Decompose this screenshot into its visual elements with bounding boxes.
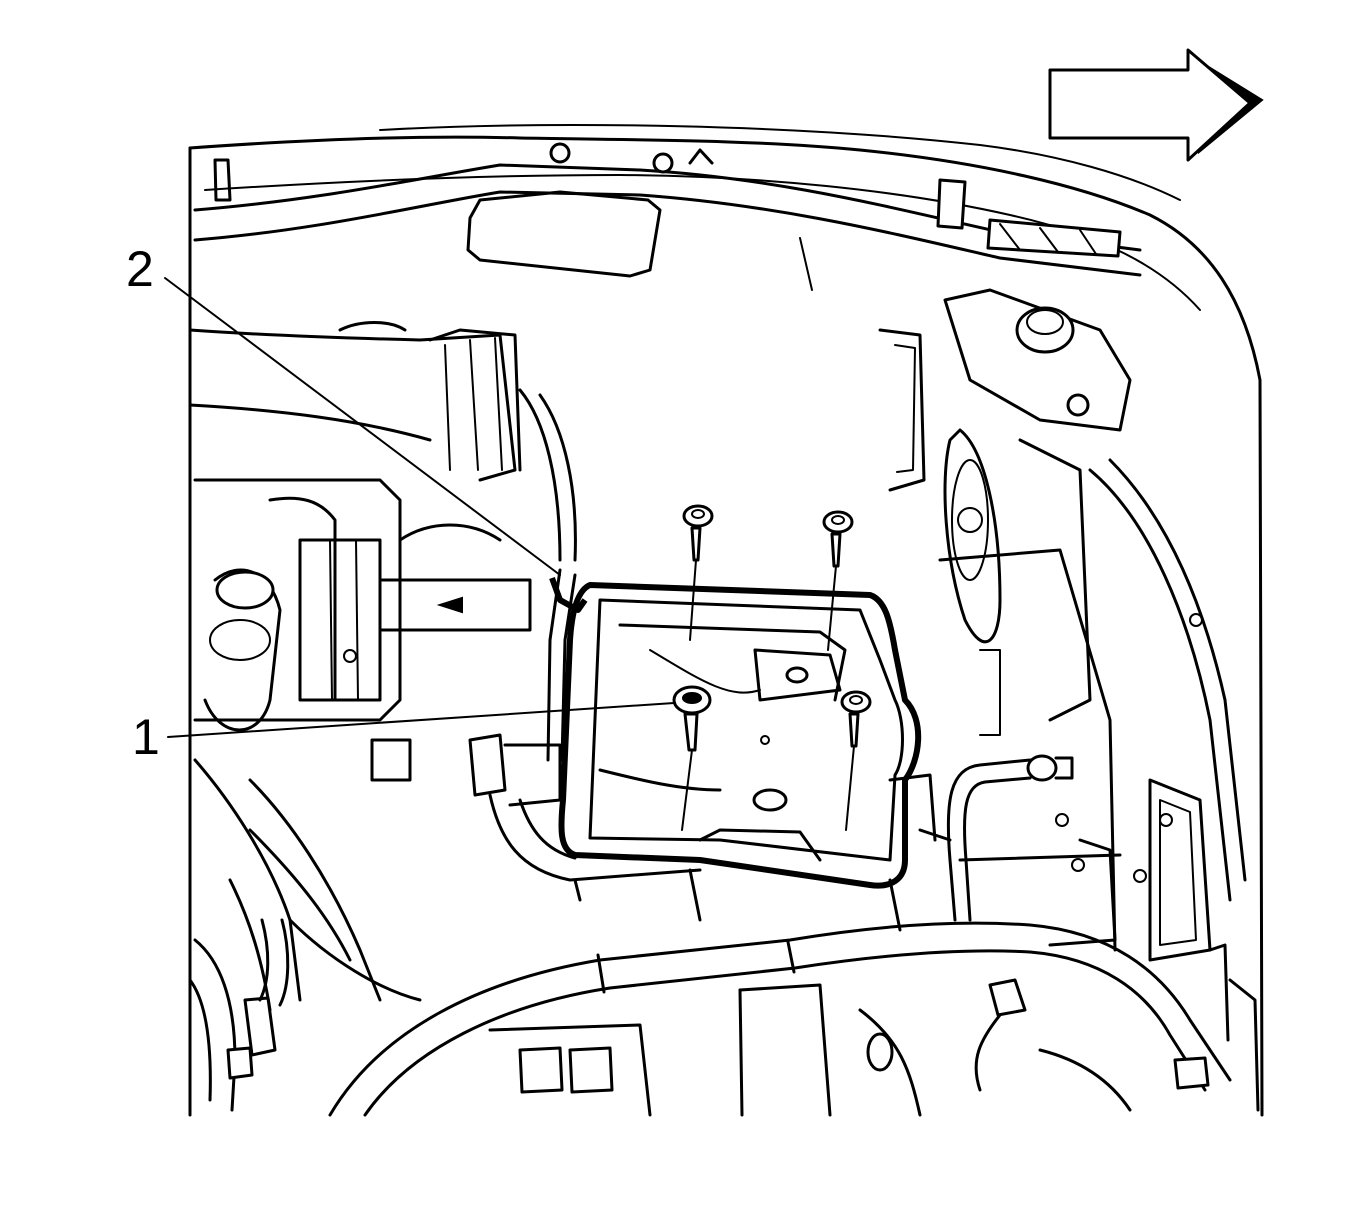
- lower-center-components: [488, 943, 1260, 1117]
- coolant-hose-left: [193, 478, 532, 782]
- body-outline: [188, 124, 1264, 1117]
- lower-left-area: [188, 918, 290, 1112]
- brake-line: [946, 754, 1117, 947]
- callout-1-label: 1: [132, 709, 160, 765]
- bolt-icon: [822, 510, 854, 651]
- callout-1-leader: [167, 702, 675, 738]
- tray-harness: [468, 733, 952, 932]
- air-box: [188, 321, 577, 562]
- tray-bolts: [672, 504, 872, 831]
- upper-harness: [193, 142, 1142, 277]
- bolt-icon: [682, 504, 714, 641]
- callout-2-leader: [164, 277, 561, 576]
- callout-leaders: [164, 277, 675, 738]
- bolt-icon: [840, 690, 872, 831]
- lower-harness: [193, 758, 1232, 1117]
- upper-bracket: [466, 190, 926, 492]
- callout-2-label: 2: [126, 241, 154, 297]
- battery-tray: [546, 568, 922, 889]
- strut-tower: [943, 288, 1247, 902]
- bolt-icon: [672, 685, 712, 831]
- arrow-right-icon: [1048, 48, 1264, 162]
- fender-rail: [938, 548, 1212, 962]
